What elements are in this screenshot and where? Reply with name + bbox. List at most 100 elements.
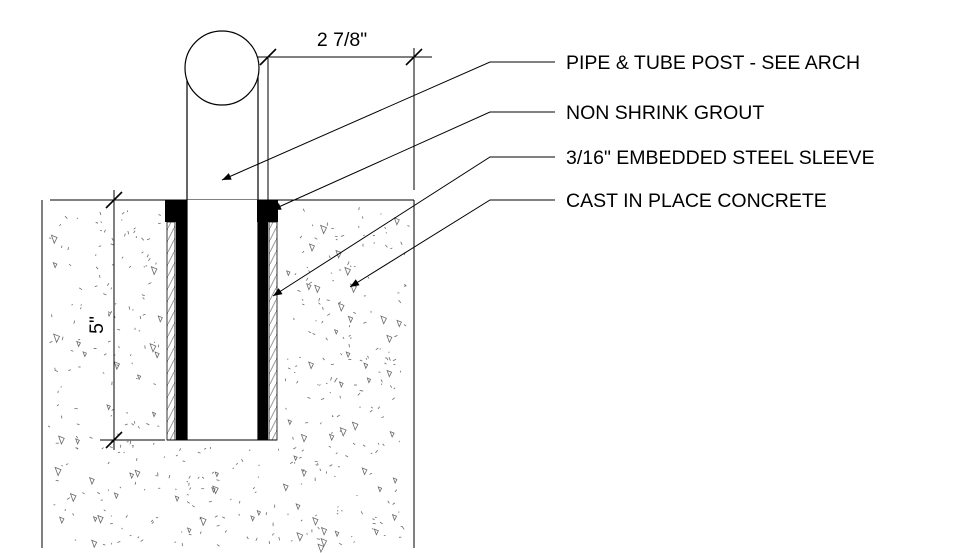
aggregate-fleck: [404, 283, 407, 287]
aggregate-fleck: [107, 340, 111, 343]
aggregate-fleck: [319, 384, 321, 386]
aggregate-fleck: [101, 447, 104, 450]
aggregate-fleck: [78, 287, 83, 291]
aggregate-fleck: [94, 285, 98, 288]
aggregate-fleck: [76, 447, 79, 450]
aggregate-fleck: [317, 384, 319, 386]
aggregate-fleck: [109, 446, 113, 449]
aggregate-fleck: [340, 353, 343, 356]
aggregate-fleck: [64, 509, 66, 511]
aggregate-fleck: [153, 383, 156, 385]
aggregate-fleck: [367, 276, 370, 279]
aggregate-stone: [300, 433, 308, 443]
aggregate-stone: [320, 526, 328, 536]
aggregate-stone: [154, 351, 160, 359]
aggregate-stone: [293, 455, 298, 462]
aggregate-fleck: [379, 521, 383, 525]
aggregate-fleck: [103, 229, 106, 233]
aggregate-fleck: [328, 445, 332, 448]
aggregate-fleck: [140, 539, 144, 542]
aggregate-stone: [106, 310, 112, 318]
leader-concrete: [349, 199, 555, 288]
aggregate-fleck: [214, 515, 218, 518]
aggregate-fleck: [393, 387, 396, 390]
aggregate-fleck: [382, 443, 385, 446]
aggregate-fleck: [338, 301, 342, 304]
aggregate-fleck: [121, 256, 124, 259]
aggregate-fleck: [320, 422, 322, 425]
aggregate-fleck: [375, 347, 379, 351]
aggregate-stone: [328, 433, 335, 442]
aggregate-fleck: [137, 426, 140, 429]
aggregate-fleck: [175, 454, 178, 457]
concrete-aggregate-hatch: [47, 207, 410, 553]
aggregate-fleck: [285, 407, 287, 410]
aggregate-fleck: [136, 458, 138, 461]
aggregate-fleck: [302, 208, 305, 212]
aggregate-fleck: [330, 376, 332, 381]
aggregate-fleck: [352, 442, 356, 445]
aggregate-fleck: [308, 330, 312, 334]
aggregate-fleck: [155, 475, 158, 477]
aggregate-fleck: [103, 353, 107, 356]
aggregate-fleck: [369, 472, 373, 475]
aggregate-stone: [92, 516, 98, 523]
aggregate-fleck: [400, 241, 403, 245]
aggregate-fleck: [384, 362, 387, 365]
aggregate-stone: [334, 530, 340, 538]
aggregate-fleck: [308, 281, 313, 285]
aggregate-fleck: [47, 425, 51, 428]
aggregate-fleck: [301, 449, 304, 452]
aggregate-fleck: [72, 513, 75, 516]
aggregate-fleck: [129, 534, 132, 537]
aggregate-fleck: [299, 235, 303, 239]
aggregate-fleck: [70, 350, 74, 352]
aggregate-stone: [50, 234, 58, 245]
aggregate-stone: [337, 302, 345, 312]
aggregate-fleck: [335, 377, 338, 381]
aggregate-fleck: [394, 334, 398, 338]
aggregate-fleck: [316, 538, 320, 540]
aggregate-stone: [151, 411, 157, 418]
aggregate-fleck: [224, 530, 227, 533]
aggregate-fleck: [129, 354, 132, 357]
pipe-post: [184, 30, 260, 440]
dimension-embed-depth: 5": [84, 190, 165, 450]
callout-label-post: PIPE & TUBE POST - SEE ARCH: [566, 52, 860, 74]
aggregate-fleck: [398, 299, 402, 304]
aggregate-fleck: [353, 541, 356, 543]
aggregate-fleck: [386, 357, 389, 361]
aggregate-stone: [287, 419, 292, 426]
aggregate-fleck: [80, 304, 83, 306]
aggregate-fleck: [322, 357, 325, 361]
aggregate-fleck: [141, 237, 145, 241]
aggregate-fleck: [117, 346, 120, 348]
aggregate-stone: [317, 543, 325, 553]
aggregate-fleck: [289, 461, 294, 465]
aggregate-fleck: [254, 491, 257, 493]
aggregate-fleck: [143, 488, 146, 491]
aggregate-stone: [386, 334, 393, 344]
aggregate-fleck: [75, 435, 79, 439]
aggregate-stone: [308, 361, 314, 370]
aggregate-stone: [82, 351, 88, 358]
aggregate-stone: [113, 361, 121, 371]
aggregate-fleck: [367, 355, 369, 359]
aggregate-fleck: [189, 487, 192, 490]
aggregate-fleck: [334, 380, 337, 383]
aggregate-stone: [106, 404, 111, 411]
aggregate-fleck: [238, 500, 241, 504]
aggregate-stone: [250, 515, 255, 522]
aggregate-fleck: [373, 242, 376, 244]
aggregate-stone: [314, 284, 321, 294]
aggregate-fleck: [252, 487, 256, 490]
aggregate-fleck: [316, 463, 319, 466]
post-top-circle: [184, 30, 260, 106]
aggregate-fleck: [335, 238, 338, 241]
aggregate-fleck: [48, 237, 52, 239]
aggregate-fleck: [152, 442, 155, 445]
aggregate-fleck: [79, 307, 82, 310]
aggregate-stone: [58, 516, 65, 525]
aggregate-fleck: [320, 398, 325, 400]
aggregate-fleck: [199, 531, 202, 535]
